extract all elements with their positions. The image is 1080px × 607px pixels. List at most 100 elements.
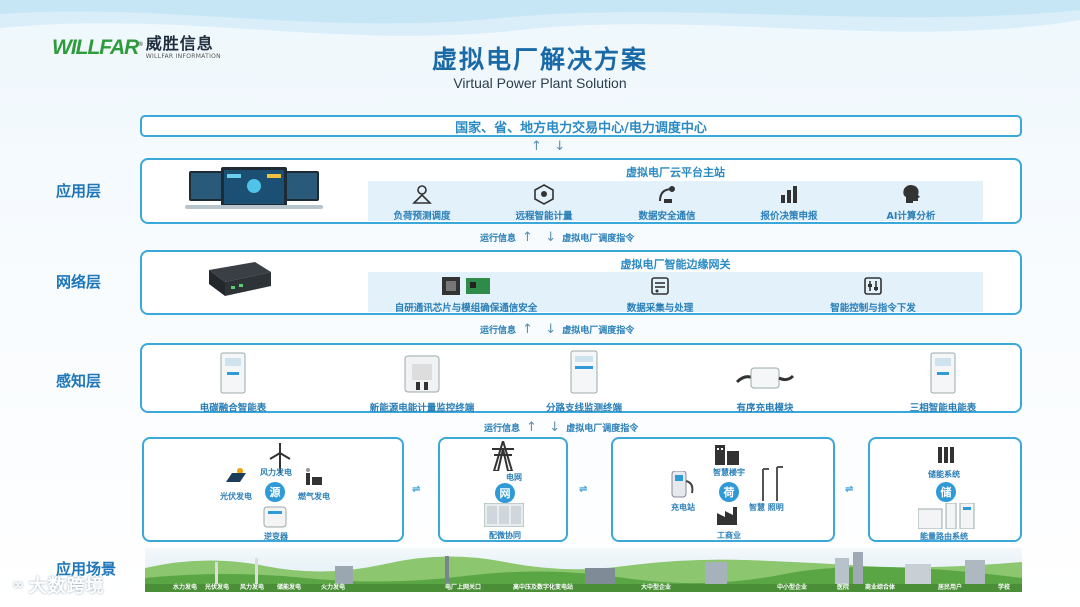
scenery-label: 水力发电 xyxy=(173,584,198,591)
app-feature-2: 远程智能计量 xyxy=(469,183,619,222)
updown-arrows: ↑ ↓ xyxy=(531,139,566,154)
app-feature-label: 远程智能计量 xyxy=(515,211,573,222)
scenery-label: 光伏发电 xyxy=(205,584,230,591)
scene-industry-label: 工商业 xyxy=(717,531,741,540)
network-feature-label: 智能控制与指令下发 xyxy=(830,303,916,314)
wind-turbine-icon xyxy=(269,443,291,473)
scenery-label: 电厂上网关口 xyxy=(445,584,482,591)
scene-solar-label: 光伏发电 xyxy=(220,492,252,501)
sensing-device-3: 分路支线监测终端 xyxy=(524,348,644,414)
app-feature-label: 负荷预测调度 xyxy=(393,211,451,222)
scene-swap-icon: ⇌ xyxy=(845,484,854,495)
network-feature-2: 数据采集与处理 xyxy=(585,275,735,314)
device-image xyxy=(735,348,795,394)
scenery-label: 风力发电 xyxy=(240,584,265,591)
network-feature-1: 自研通讯芯片与模组确保通信安全 xyxy=(371,275,561,314)
app-feature-band xyxy=(368,181,983,221)
device-image xyxy=(220,348,246,394)
device-label: 三相智能电能表 xyxy=(909,403,977,414)
flow-down-label: 虚拟电厂调度指令 xyxy=(562,234,635,244)
page-subtitle: Virtual Power Plant Solution xyxy=(453,75,627,91)
device-label: 新能源电能计量监控终端 xyxy=(369,403,475,414)
flow-row-app-network: 运行信息↑ ↓虚拟电厂调度指令 xyxy=(480,230,635,245)
flow-row-sensing-scene: 运行信息↑ ↓虚拟电厂调度指令 xyxy=(484,420,639,435)
scenery-label: 储能发电 xyxy=(277,584,302,591)
scene-router-label: 能量路由系统 xyxy=(920,532,968,541)
control-icon xyxy=(862,275,884,297)
device-image xyxy=(570,348,598,394)
watermark-logo-icon: ∞ xyxy=(12,577,25,593)
scene-grid-label: 电网 xyxy=(506,473,522,482)
scene-load-badge: 荷 xyxy=(719,482,739,502)
laptop-screens-illustration xyxy=(185,167,323,209)
watermark-text: 大数跨境 xyxy=(28,576,105,597)
flow-down-label: 虚拟电厂调度指令 xyxy=(566,424,639,434)
watermark: ∞ 大数跨境 xyxy=(12,572,105,598)
layer-label-scene: 应用场景 xyxy=(56,560,117,578)
scenery-label: 中小型企业 xyxy=(777,584,808,591)
logo-mark: WILLFAR® xyxy=(52,36,143,59)
scene-storage-label: 储能系统 xyxy=(928,470,960,479)
logo-name-en: WILLFAR INFORMATION xyxy=(145,53,221,60)
scenery-label: 学校 xyxy=(998,584,1011,591)
scenery-strip: 水力发电光伏发电风力发电储能发电火力发电电厂上网关口高中压及数字化变电站大中型企… xyxy=(145,548,1022,592)
switchgear-icon xyxy=(484,503,524,527)
scene-grid-badge: 网 xyxy=(495,483,515,503)
scenery-label: 医院 xyxy=(837,584,850,591)
layer-label-network: 网络层 xyxy=(56,273,102,291)
device-image xyxy=(930,348,956,394)
layer-label-app: 应用层 xyxy=(56,182,102,200)
device-label: 有序充电模块 xyxy=(736,403,794,414)
scene-source-box: 风力发电 光伏发电 燃气发电 源 逆变器 xyxy=(142,437,404,542)
satellite-icon xyxy=(656,183,678,205)
scene-building-label: 智慧楼宇 xyxy=(713,468,745,477)
chip-icon xyxy=(440,275,492,297)
scene-coop-label: 配微协同 xyxy=(489,531,521,540)
charging-station-icon xyxy=(671,471,694,498)
meter-cube-icon xyxy=(533,183,555,205)
flow-up-label: 运行信息 xyxy=(480,234,517,244)
sensing-device-1: 电碳融合智能表 xyxy=(173,348,293,414)
ai-head-icon xyxy=(900,183,922,205)
energy-router-icon xyxy=(918,503,975,529)
battery-icon xyxy=(938,447,954,463)
network-layer-title: 虚拟电厂智能边缘网关 xyxy=(620,258,731,271)
app-feature-5: AI计算分析 xyxy=(836,183,986,222)
app-feature-label: 数据安全通信 xyxy=(638,211,696,222)
app-feature-3: 数据安全通信 xyxy=(592,183,742,222)
bar-chart-icon xyxy=(778,183,800,205)
inverter-icon xyxy=(263,506,287,528)
sensing-device-5: 三相智能电能表 xyxy=(883,348,1003,414)
transmission-tower-icon xyxy=(492,441,514,471)
scene-inverter-label: 逆变器 xyxy=(264,532,288,541)
company-logo: WILLFAR® 威胜信息 WILLFAR INFORMATION xyxy=(52,36,221,60)
scene-lighting-label: 智慧 照明 xyxy=(749,503,784,512)
device-label: 电碳融合智能表 xyxy=(199,403,267,414)
scene-storage-box: 储能系统 储 能量路由系统 xyxy=(868,437,1022,542)
app-feature-label: AI计算分析 xyxy=(886,211,936,222)
device-image xyxy=(404,348,440,394)
sensing-device-4: 有序充电模块 xyxy=(705,348,825,414)
page-title: 虚拟电厂解决方案 xyxy=(431,45,648,74)
app-feature-4: 报价决策申报 xyxy=(714,183,864,222)
scenery-label: 高中压及数字化变电站 xyxy=(513,584,574,591)
layer-label-sensing: 感知层 xyxy=(56,372,102,390)
app-layer-title: 虚拟电厂云平台主站 xyxy=(626,166,725,179)
flow-up-label: 运行信息 xyxy=(484,424,521,434)
scene-wind-label: 风力发电 xyxy=(260,468,292,477)
scene-swap-icon: ⇌ xyxy=(412,484,421,495)
scene-gas-label: 燃气发电 xyxy=(298,492,330,501)
scene-charging-label: 充电站 xyxy=(671,503,695,512)
scenery-label: 商业综合体 xyxy=(865,584,896,591)
scene-load-box: 智慧楼宇 充电站 荷 智慧 照明 工商业 xyxy=(611,437,835,542)
network-feature-3: 智能控制与指令下发 xyxy=(798,275,948,314)
street-light-icon xyxy=(762,466,783,501)
network-feature-label: 数据采集与处理 xyxy=(626,303,694,314)
trading-dispatch-center-box: 国家、省、地方电力交易中心/电力调度中心 xyxy=(140,115,1022,137)
app-feature-label: 报价决策申报 xyxy=(760,211,818,222)
logo-name-cn: 威胜信息 xyxy=(145,34,214,53)
gas-plant-icon xyxy=(306,468,322,485)
industry-icon xyxy=(717,507,737,525)
scene-grid-box: 电网 网 配微协同 xyxy=(438,437,568,542)
scenery-label: 火力发电 xyxy=(321,584,346,591)
